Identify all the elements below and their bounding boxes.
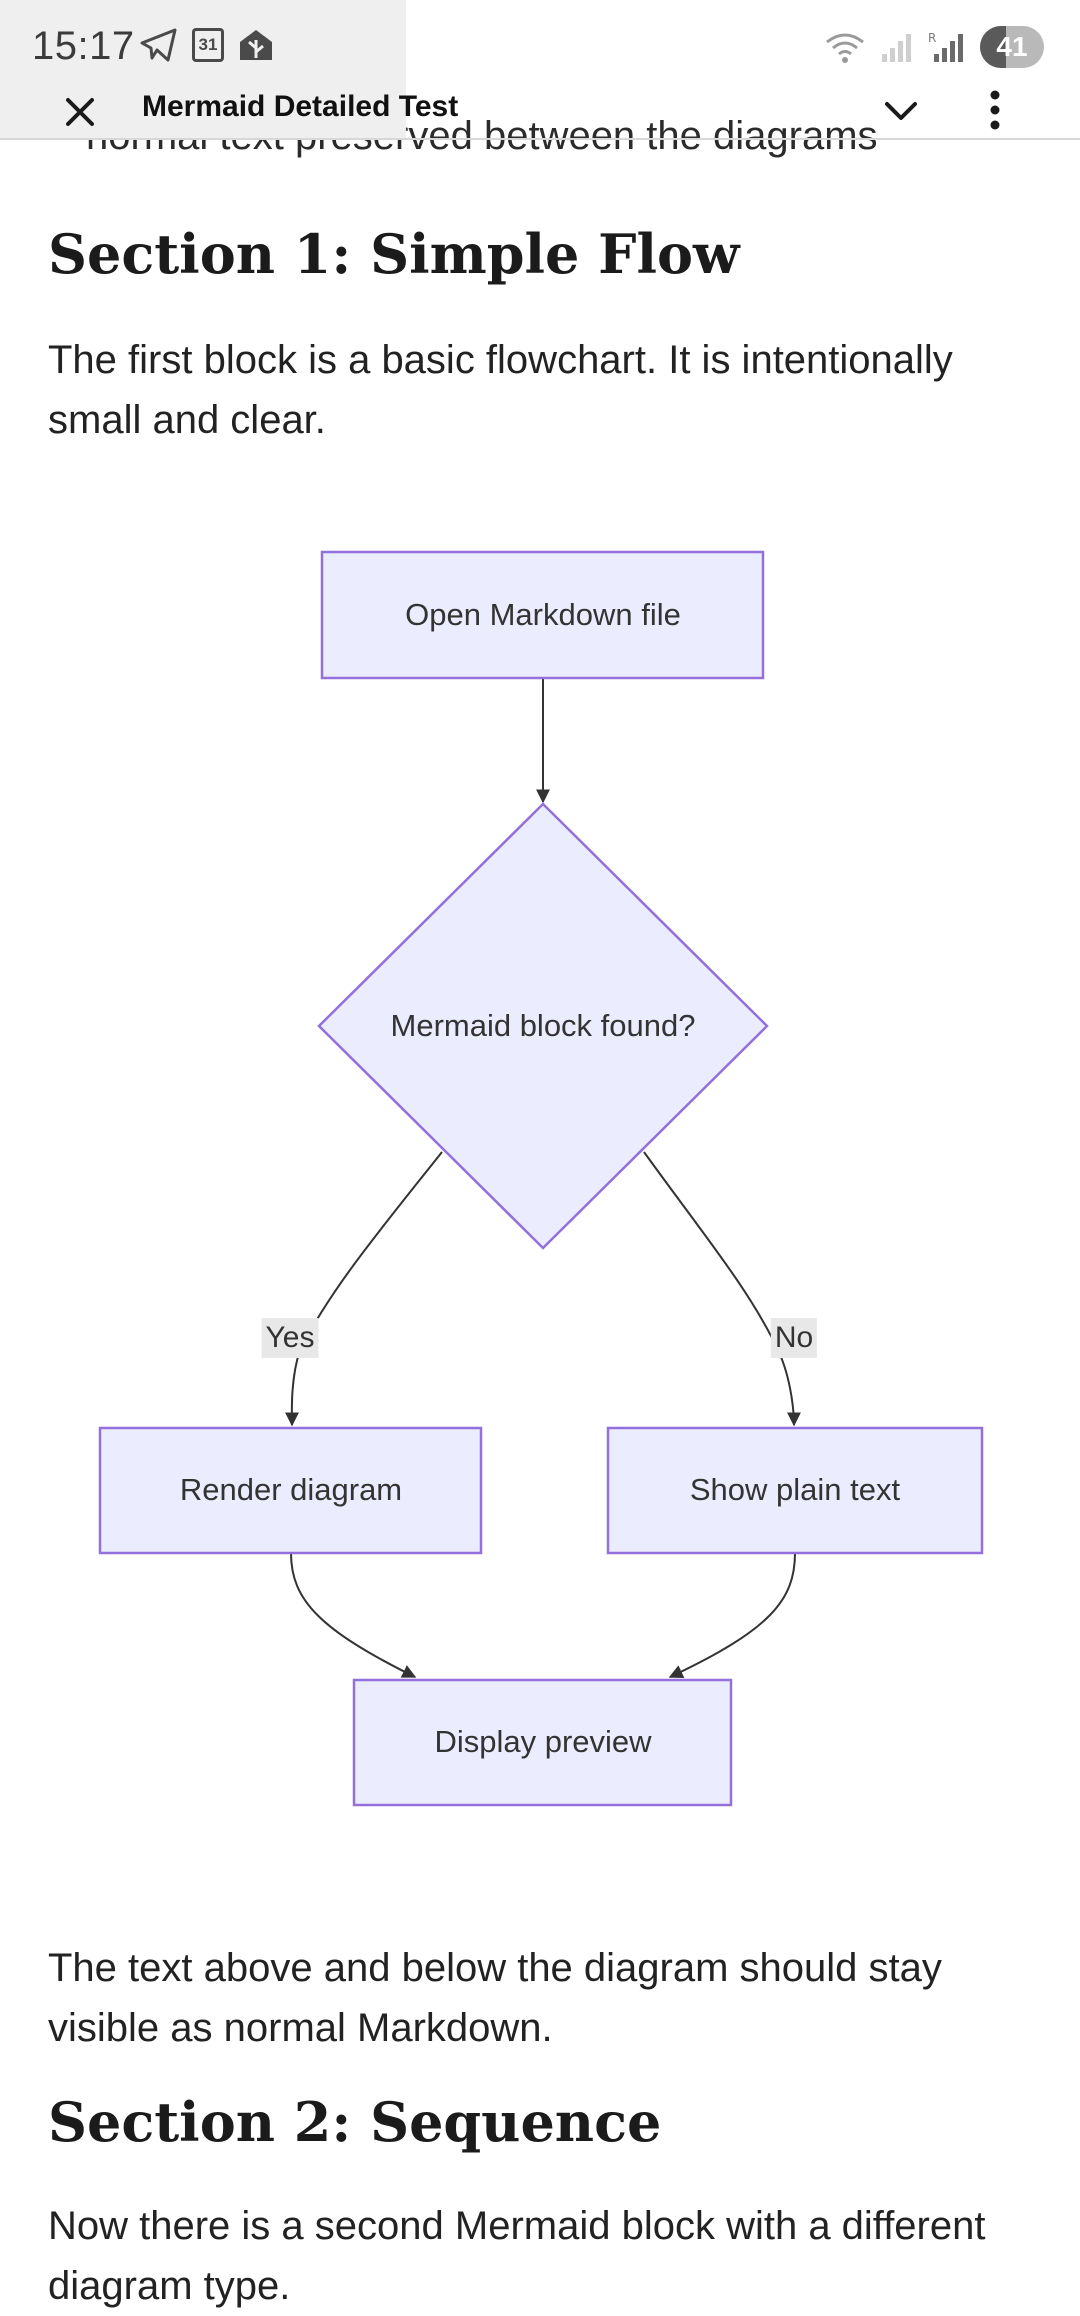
battery-level-text: 41	[996, 31, 1028, 62]
node-decision-label: Mermaid block found?	[390, 1008, 696, 1043]
node-render-diagram	[98, 1426, 483, 1555]
section-2-intro: Now there is a second Mermaid block with…	[48, 2204, 986, 2308]
section-2-heading: Section 2: Sequence	[48, 2090, 662, 2154]
svg-text:R: R	[928, 31, 936, 45]
system-icons: R 41	[824, 26, 1044, 68]
node-open-label: Open Markdown file	[405, 597, 681, 632]
wifi-icon	[826, 33, 864, 63]
node-display-preview	[352, 1678, 733, 1807]
node-decision	[317, 802, 769, 1250]
section-1-after: The text above and below the diagram sho…	[48, 1946, 942, 2050]
node-open-markdown	[320, 550, 765, 680]
node-preview-label: Display preview	[434, 1724, 652, 1759]
section-1-heading: Section 1: Simple Flow	[48, 222, 740, 286]
app-notification-icon	[240, 30, 272, 60]
signal-roaming-icon: R	[928, 31, 963, 62]
document-title: Mermaid Detailed Test	[142, 90, 459, 123]
edge-decision-to-render	[284, 1151, 443, 1427]
status-bar-background	[0, 0, 406, 140]
calendar-icon: 31	[192, 28, 224, 62]
flowchart-diagram: Open Markdown file Mermaid block found? …	[0, 540, 1080, 1820]
more-options-icon[interactable]	[980, 88, 1010, 132]
node-show-plain-text	[606, 1426, 984, 1555]
node-render-label: Render diagram	[179, 1472, 403, 1507]
status-time: 15:17	[32, 24, 135, 68]
section-1-intro: The first block is a basic flowchart. It…	[48, 338, 953, 442]
edge-plain-to-preview	[668, 1552, 796, 1678]
battery-level	[980, 26, 1007, 68]
notification-icons: 31	[140, 28, 274, 62]
flowchart-svg	[98, 550, 984, 1807]
edge-label-yes: Yes	[261, 1318, 319, 1358]
close-icon[interactable]	[62, 94, 98, 130]
chevron-down-icon[interactable]	[882, 96, 920, 126]
edge-render-to-preview	[290, 1552, 417, 1678]
battery-icon: 41	[980, 26, 1044, 68]
edge-label-no: No	[770, 1318, 818, 1358]
telegram-icon	[140, 28, 177, 62]
status-bar: 15:17 31 R	[0, 0, 1080, 140]
calendar-day: 31	[198, 35, 218, 54]
app-top-bar: Mermaid Detailed Test	[0, 80, 1080, 140]
node-plain-label: Show plain text	[689, 1472, 901, 1507]
edge-decision-to-plain	[643, 1151, 801, 1427]
signal-weak-icon	[882, 34, 911, 62]
